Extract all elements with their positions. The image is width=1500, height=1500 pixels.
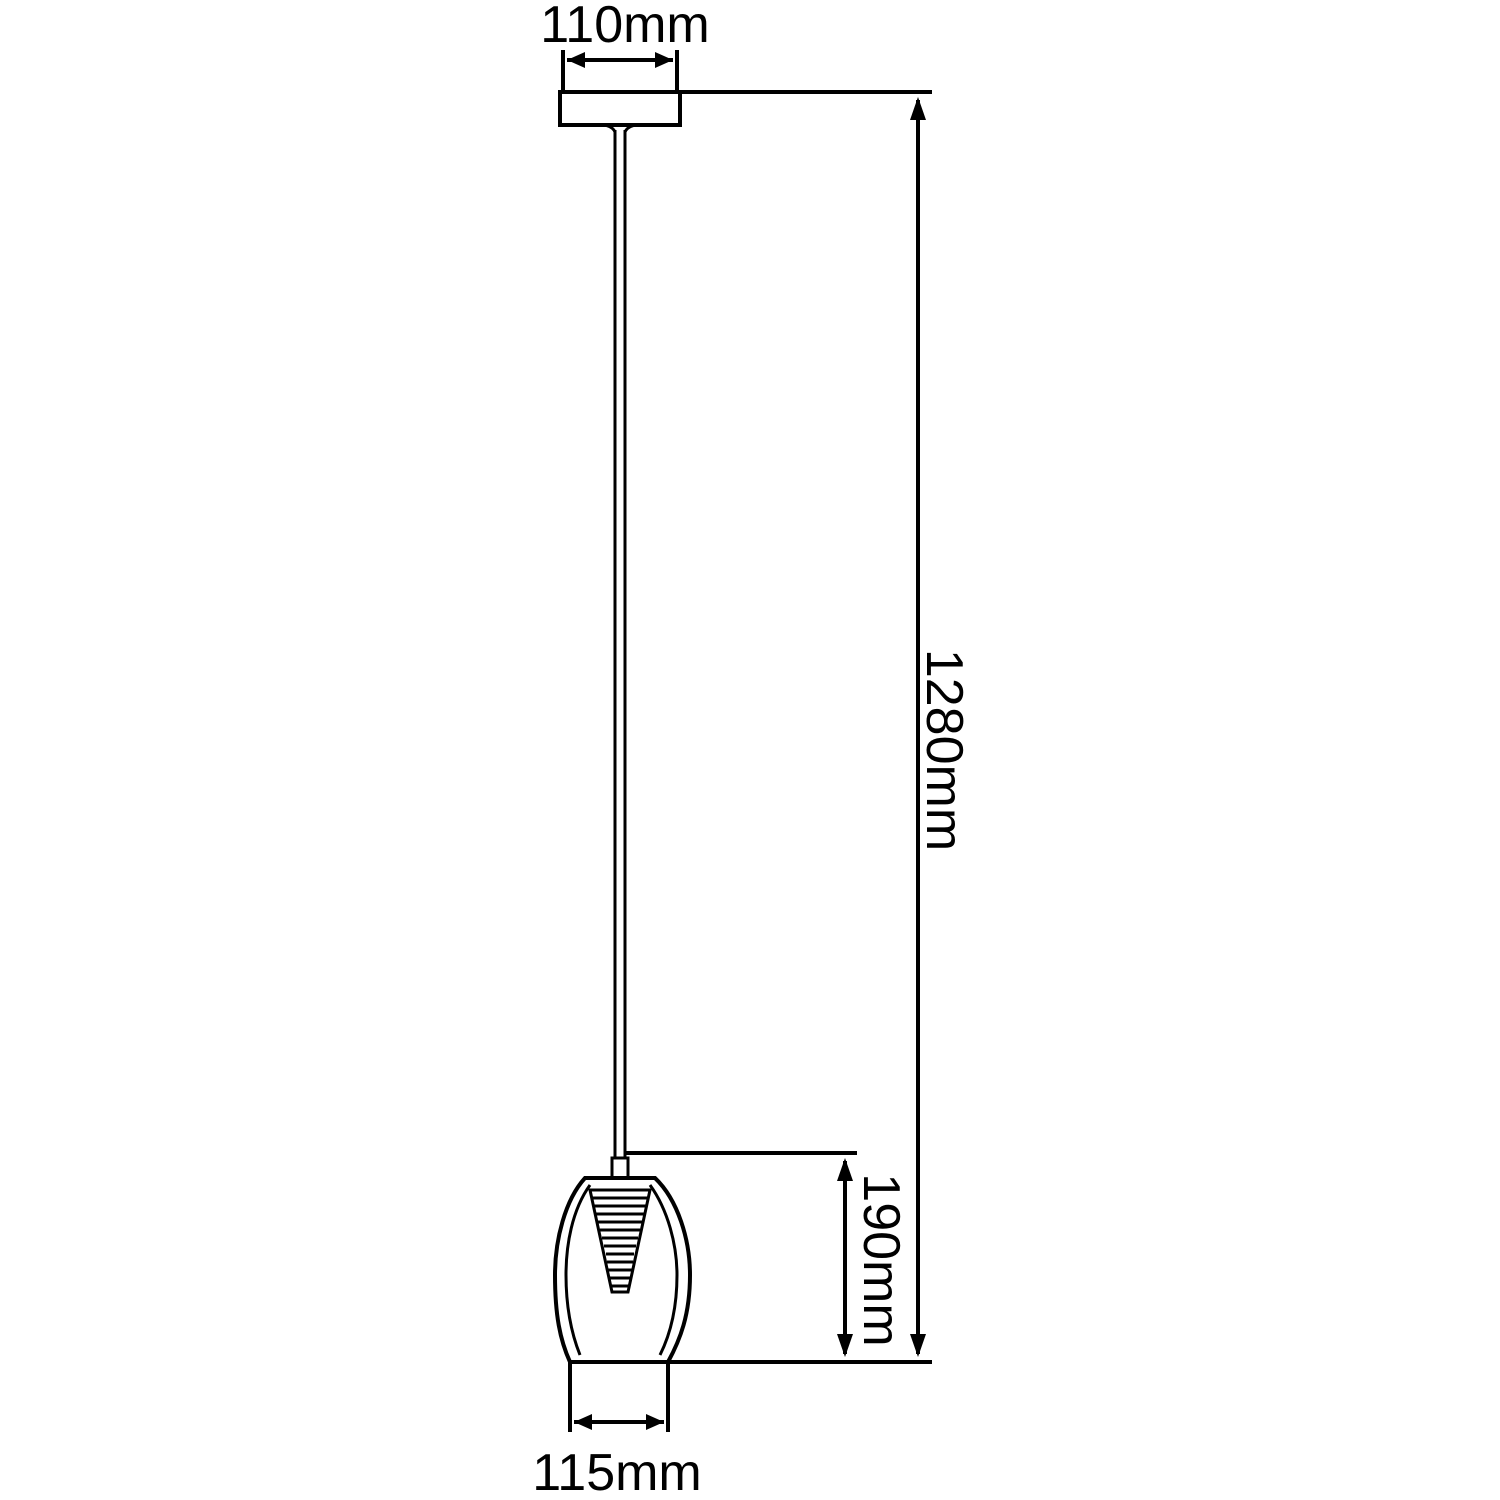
canopy-width-dimension: 110mm <box>540 0 710 92</box>
shade-ribbed-cone <box>588 1188 652 1294</box>
ceiling-canopy <box>558 90 682 133</box>
overall-height-dimension: 1280mm <box>668 90 973 1364</box>
canopy-width-arrowhead-left <box>567 52 585 68</box>
canopy-width-label: 110mm <box>540 0 710 54</box>
canopy-body <box>558 90 682 127</box>
shade-height-arrowhead-top <box>837 1158 853 1181</box>
shade-height-dimension: 190mm <box>625 1151 910 1357</box>
shade-width-dimension: 115mm <box>532 1362 702 1500</box>
shade-width-label: 115mm <box>532 1444 702 1500</box>
canopy-width-arrowhead-right <box>655 52 673 68</box>
overall-height-label: 1280mm <box>915 649 973 851</box>
shade-width-arrowhead-right <box>646 1414 664 1430</box>
shade-height-label: 190mm <box>852 1173 910 1346</box>
lamp-shade <box>552 1156 693 1364</box>
shade-width-arrowhead-left <box>574 1414 592 1430</box>
overall-height-arrowhead-bottom <box>910 1334 926 1357</box>
overall-height-arrowhead-top <box>910 97 926 120</box>
shade-socket-cap <box>610 1156 630 1180</box>
shade-height-arrowhead-bottom <box>837 1334 853 1357</box>
suspension-cord <box>613 130 627 1158</box>
